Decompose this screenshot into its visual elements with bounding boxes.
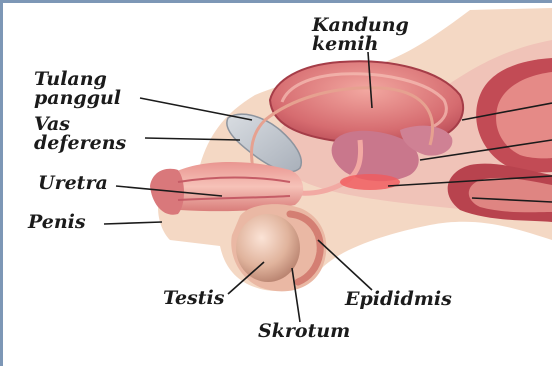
rectum-lower-inner (469, 178, 552, 212)
testis (236, 214, 300, 282)
label-pelvic-bone: Tulang panggul (34, 70, 121, 108)
label-scrotum: Skrotum (258, 322, 350, 341)
urethra-highlight (340, 174, 400, 190)
label-vas-deferens-line2: deferens (34, 134, 126, 153)
label-vas-deferens: Vas deferens (34, 115, 126, 153)
leader-pelvic-bone (140, 98, 252, 120)
label-testis: Testis (163, 289, 224, 308)
label-bladder-line2: kemih (312, 35, 409, 54)
label-epididymis: Epididmis (345, 290, 452, 309)
label-pelvic-bone-line2: panggul (34, 89, 121, 108)
label-penis: Penis (28, 213, 86, 232)
label-bladder: Kandung kemih (312, 16, 409, 54)
label-urethra: Uretra (38, 174, 108, 193)
leader-penis (104, 222, 162, 224)
